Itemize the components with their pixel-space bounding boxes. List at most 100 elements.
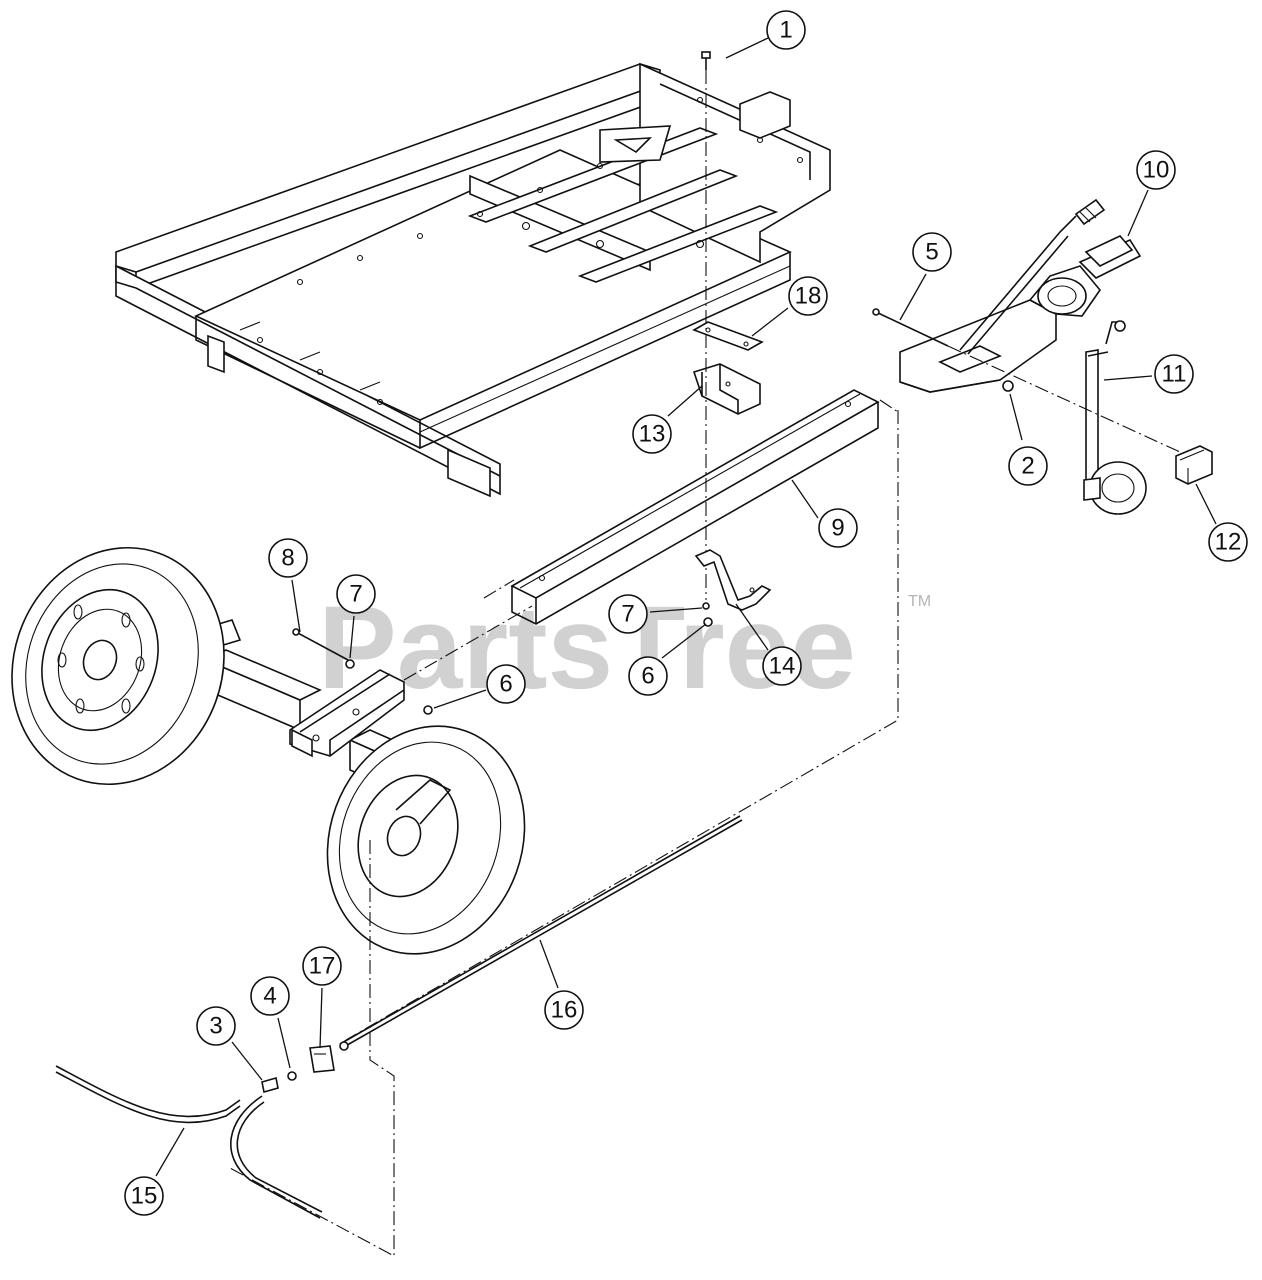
callout-leader [319, 987, 323, 1049]
callout-circle [632, 414, 672, 454]
callout-leader [791, 479, 819, 519]
callout-number: 7 [349, 581, 362, 608]
callout-circle [302, 946, 342, 986]
callout-17: 17 [302, 946, 342, 1049]
callout-6: 6 [628, 623, 707, 696]
callout-number: 6 [641, 663, 654, 690]
callout-circle [124, 1176, 164, 1216]
callout-leader [735, 603, 769, 651]
callout-number: 17 [309, 953, 336, 980]
callout-15: 15 [124, 1127, 185, 1216]
callout-18: 18 [751, 276, 828, 337]
callout-number: 14 [769, 653, 796, 680]
callout-6: 6 [433, 664, 526, 709]
callout-leader [1127, 189, 1149, 237]
callout-circle [268, 538, 308, 578]
bolt-1 [701, 51, 711, 600]
callout-circle [912, 232, 952, 272]
callout-12: 12 [1195, 483, 1248, 562]
callout-leader [277, 1017, 291, 1069]
callout-circle [250, 976, 290, 1016]
callout-leader [539, 939, 559, 989]
callout-leader [1009, 393, 1023, 441]
callout-circle [1208, 522, 1248, 562]
callout-leader [349, 615, 355, 659]
callout-circle [608, 594, 648, 634]
callout-number: 18 [795, 283, 822, 310]
callout-circle [336, 574, 376, 614]
callout-circle [762, 646, 802, 686]
callout-circle [544, 990, 584, 1030]
callout-number: 16 [551, 997, 578, 1024]
jack [1083, 320, 1147, 515]
wheel-left [11, 546, 225, 786]
callout-circle [1008, 446, 1048, 486]
callout-circle [1154, 354, 1194, 394]
watermark-trademark: TM [908, 593, 931, 610]
callout-8: 8 [268, 538, 308, 633]
callout-leader [667, 385, 703, 417]
callout-14: 14 [735, 603, 802, 686]
callout-3: 3 [196, 1006, 263, 1081]
callout-number: 3 [209, 1013, 222, 1040]
callout-number: 4 [263, 983, 276, 1010]
callout-7: 7 [336, 574, 376, 659]
callout-number: 15 [131, 1183, 158, 1210]
callout-9: 9 [791, 479, 858, 548]
bracket-18 [692, 321, 764, 351]
callout-number: 9 [831, 515, 844, 542]
callout-number: 8 [281, 545, 294, 572]
hitch [899, 198, 1142, 393]
bracket-17 [261, 1041, 349, 1094]
callout-number: 2 [1021, 453, 1034, 480]
tongue-channel [483, 389, 899, 625]
callout-number: 5 [925, 239, 938, 266]
callout-leader [649, 607, 703, 613]
callout-leader [433, 689, 487, 709]
callout-circle [1136, 150, 1176, 190]
callout-leader [661, 623, 707, 659]
callout-leader [291, 579, 301, 633]
callout-number: 13 [639, 421, 666, 448]
callout-1: 1 [725, 10, 806, 59]
callout-number: 7 [621, 601, 634, 628]
callout-leader [231, 1041, 263, 1081]
callout-circle [818, 508, 858, 548]
callout-leader [1195, 483, 1217, 525]
callout-number: 12 [1215, 529, 1242, 556]
clip [1175, 445, 1213, 485]
callout-circle [788, 276, 828, 316]
main-frame [115, 62, 831, 498]
callout-number: 6 [499, 671, 512, 698]
callout-10: 10 [1127, 150, 1176, 237]
callout-leader [751, 307, 789, 337]
bracket-14 [694, 549, 772, 627]
bolt-5 [872, 308, 1181, 453]
callout-number: 11 [1162, 361, 1187, 388]
callout-4: 4 [250, 976, 291, 1069]
callout-16: 16 [539, 939, 584, 1030]
callout-2: 2 [1008, 393, 1048, 486]
callout-leader [899, 273, 927, 321]
callout-circle [628, 656, 668, 696]
guide-lines [229, 410, 899, 1257]
callout-7: 7 [608, 594, 703, 634]
callout-leader [725, 37, 769, 59]
callout-circle [486, 664, 526, 704]
callout-circle [766, 10, 806, 50]
callout-13: 13 [632, 385, 703, 454]
callout-leader [1103, 375, 1153, 381]
axle-hardware [292, 605, 533, 715]
cable-15 [55, 1065, 323, 1219]
cable-16 [339, 815, 743, 1049]
bracket-13 [692, 363, 761, 415]
callout-number: 1 [779, 17, 792, 44]
callout-circle [196, 1006, 236, 1046]
callout-5: 5 [899, 232, 952, 321]
wheel-right [326, 725, 526, 955]
callout-number: 10 [1143, 157, 1170, 184]
callout-11: 11 [1103, 354, 1194, 394]
callout-leader [155, 1127, 185, 1177]
